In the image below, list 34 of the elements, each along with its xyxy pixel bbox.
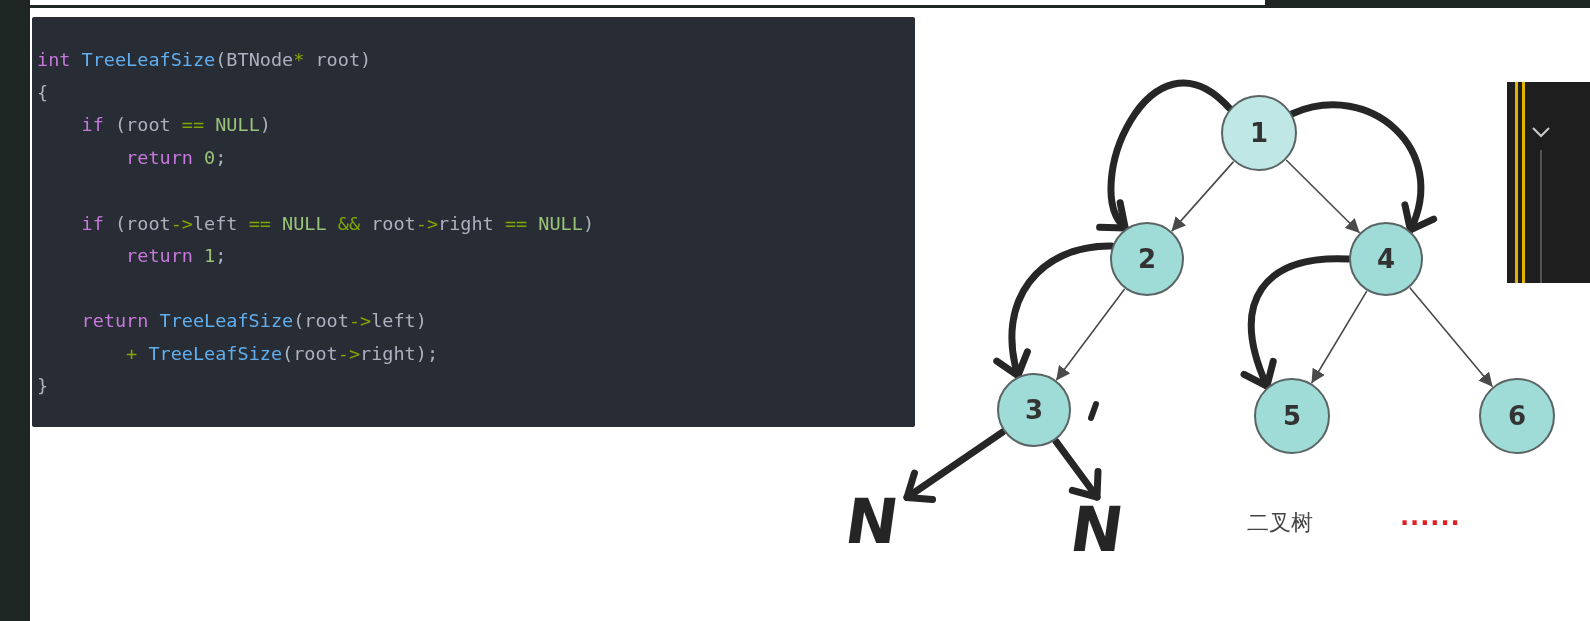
code-line: + TreeLeafSize(root->right); [126, 342, 438, 366]
code-line: { [37, 81, 49, 105]
hand-drawn-arrow [994, 242, 1115, 380]
hand-drawn-arrow [1096, 80, 1233, 232]
code-line: if (root == NULL) [81, 113, 271, 137]
tree-node-circle [1221, 95, 1297, 171]
node-number: 4 [1376, 244, 1396, 274]
hand-drawn-arrow [1052, 437, 1102, 501]
handwritten-letter: N [832, 489, 912, 555]
node-number: 1 [1249, 118, 1269, 148]
arrow [1285, 159, 1360, 233]
code-line: return TreeLeafSize(root->left) [81, 309, 427, 333]
ellipsis-mark: ...... [1400, 503, 1461, 531]
code-line: if (root->left == NULL && root->right == NULL) [81, 212, 594, 236]
node-number: 5 [1282, 401, 1302, 431]
tree-node-circle [997, 373, 1071, 447]
arrow [1056, 288, 1125, 381]
code-panel [32, 17, 915, 427]
code-line: int TreeLeafSize(BTNode* root) [37, 48, 372, 72]
node-number: 3 [1024, 395, 1044, 425]
node-number: 6 [1507, 401, 1527, 431]
arrow [1171, 161, 1234, 232]
code-line: } [37, 374, 49, 398]
node-number: 2 [1137, 244, 1157, 274]
code-line: return 1; [126, 244, 227, 268]
tree-node-circle [1349, 222, 1423, 296]
tree-node-circle [1110, 222, 1184, 296]
arrow [1311, 290, 1368, 384]
handwritten-letter: N [1057, 497, 1137, 563]
diagram-caption: 二叉树 [1247, 509, 1313, 537]
hand-drawn-arrow [903, 428, 1007, 503]
code-line: return 0; [126, 146, 227, 170]
hand-drawn-arrow [1289, 101, 1436, 234]
arrow [1409, 287, 1493, 387]
